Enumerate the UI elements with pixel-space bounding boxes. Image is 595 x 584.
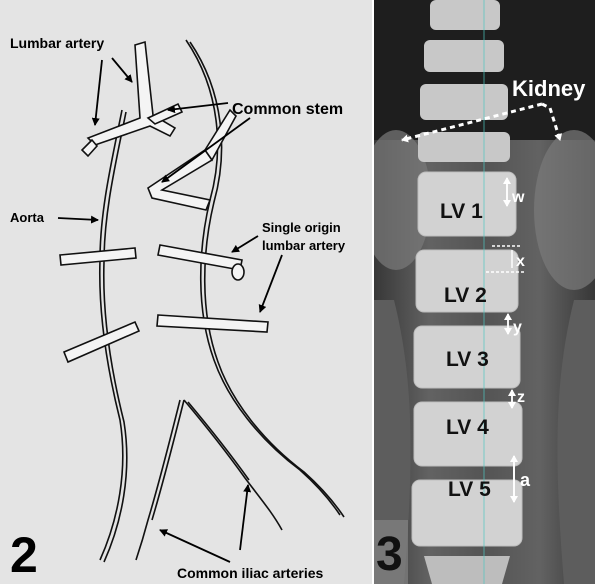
figure-number-3: 3 (376, 528, 403, 581)
label-common-iliac: Common iliac arteries (177, 565, 323, 581)
svg-text:y: y (513, 319, 522, 336)
label-single-origin-2: lumbar artery (262, 238, 346, 253)
iliac-inner-edges (136, 400, 282, 560)
label-lv5: LV 5 (448, 478, 491, 501)
label-aorta: Aorta (10, 210, 45, 225)
label-single-origin-1: Single origin (262, 220, 341, 235)
figure-number-2: 2 (10, 527, 38, 583)
label-lv1: LV 1 (440, 200, 483, 223)
svg-text:w: w (511, 189, 525, 206)
sacrum (424, 556, 510, 584)
ct-panel: Kidney LV 1 LV 2 LV 3 LV 4 LV 5 w x y (374, 0, 595, 584)
label-kidney: Kidney (512, 76, 586, 101)
label-lv4: LV 4 (446, 416, 489, 439)
ct-image: Kidney LV 1 LV 2 LV 3 LV 4 LV 5 w x y (374, 0, 595, 584)
lumbar-branches (60, 245, 268, 362)
label-lumbar-artery: Lumbar artery (10, 35, 104, 51)
label-lv2: LV 2 (444, 284, 487, 307)
sketch-panel: Lumbar artery Common stem Aorta Single o… (0, 0, 372, 584)
svg-text:a: a (520, 470, 531, 490)
svg-text:x: x (516, 253, 525, 270)
label-common-stem: Common stem (232, 101, 343, 118)
label-lv3: LV 3 (446, 348, 489, 371)
vessel-sketch: Lumbar artery Common stem Aorta Single o… (0, 0, 372, 584)
svg-text:z: z (517, 389, 525, 406)
